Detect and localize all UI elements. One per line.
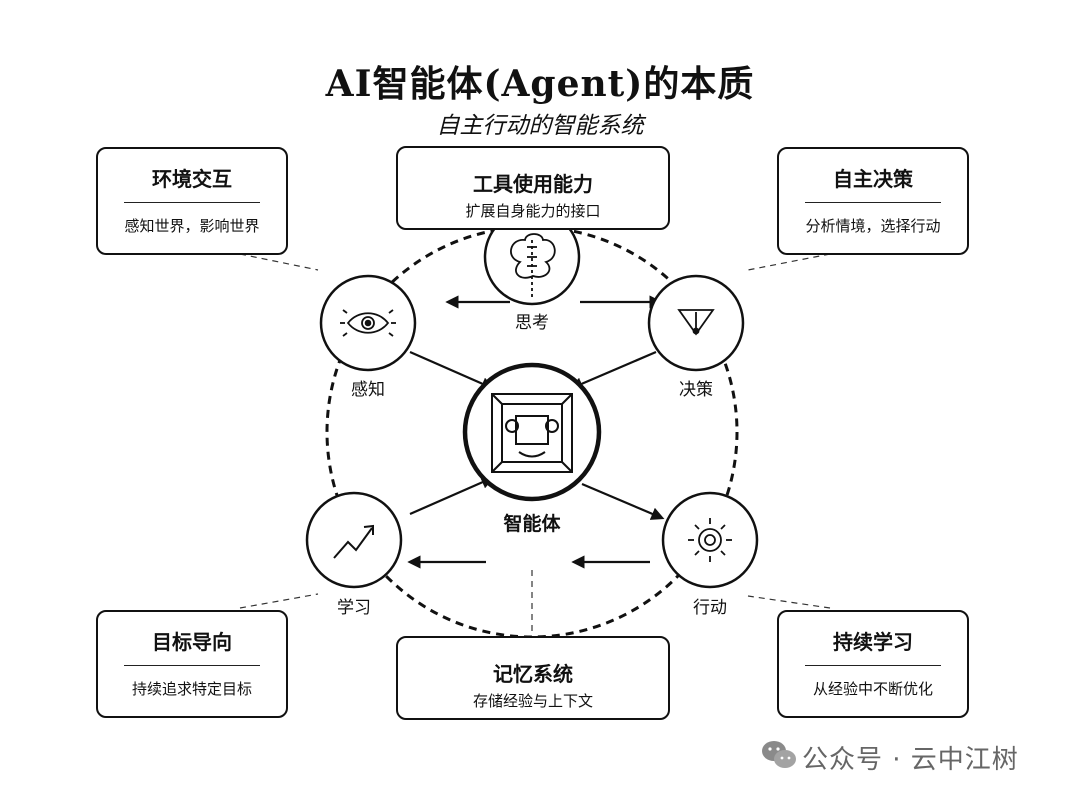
arrow-decide-to-center [569,350,657,390]
box-title: 持续学习 [833,630,913,654]
node-decide [647,274,745,372]
box-title: 环境交互 [152,167,232,191]
wechat-icon [762,741,796,768]
box-title: 记忆系统 [493,662,573,686]
box-tool-use: 工具使用能力 扩展自身能力的接口 [396,146,670,230]
center-label-agent: 智能体 [503,513,561,535]
box-divider [805,665,941,666]
node-learn [305,491,403,589]
sun-gear-icon [688,518,732,562]
box-memory-system: 记忆系统 存储经验与上下文 [396,636,670,720]
box-continuous-learning: 持续学习 从经验中不断优化 [777,610,969,718]
box-title: 工具使用能力 [473,172,593,196]
page-subtitle: 自主行动的智能系统 [436,113,644,139]
outer-cycle-ring [325,225,739,639]
node-label-perceive: 感知 [351,380,385,400]
decision-funnel-icon [677,309,715,336]
box-description: 感知世界，影响世界 [124,217,260,235]
node-perceive [319,274,417,372]
box-description: 扩展自身能力的接口 [465,202,601,220]
box-title: 自主决策 [833,167,913,191]
node-act [661,491,759,589]
robot-face-icon [491,393,573,473]
arrow-perceive-to-center [409,350,495,390]
node-label-decide: 决策 [679,380,713,400]
box-divider [805,202,941,203]
box-divider [124,665,260,666]
node-center-agent [462,362,602,502]
node-think [483,208,581,306]
head-icon [510,233,556,298]
arrow-center-to-act [581,482,665,520]
eye-icon [340,309,396,337]
box-description: 持续追求特定目标 [131,680,252,698]
box-description: 从经验中不断优化 [812,680,933,698]
box-title: 目标导向 [152,630,232,654]
watermark-text: 公众号 · 云中江树 [802,745,1019,775]
box-goal-oriented: 目标导向 持续追求特定目标 [96,610,288,718]
page-title: AI智能体(Agent)的本质 [325,63,755,105]
box-connectors [239,253,831,636]
node-label-act: 行动 [693,598,727,618]
box-description: 存储经验与上下文 [472,692,593,710]
box-autonomous-decision: 自主决策 分析情境，选择行动 [777,147,969,255]
node-label-think: 思考 [492,308,572,333]
box-description: 分析情境，选择行动 [805,217,941,235]
trend-up-icon [333,524,374,559]
box-environment-interaction: 环境交互 感知世界，影响世界 [96,147,288,255]
watermark: 公众号 · 云中江树 [760,734,1060,775]
box-divider [124,202,260,203]
arrow-learn-to-center [409,476,495,516]
node-label-learn: 学习 [337,598,371,618]
